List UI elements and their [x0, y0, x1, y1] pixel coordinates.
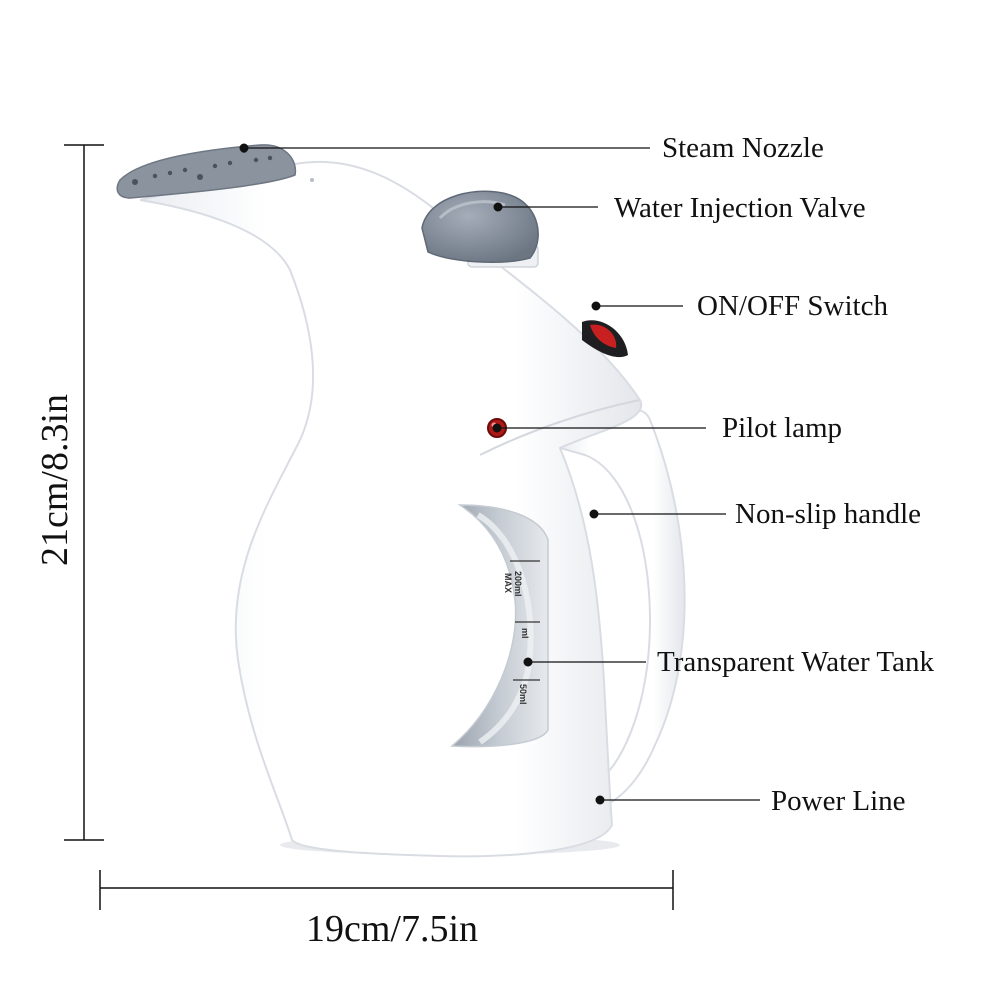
height-dimension: [64, 144, 104, 841]
body-shell: [139, 160, 643, 858]
nozzle-hole: [253, 157, 259, 163]
leader-on-off-switch: [591, 301, 683, 311]
label-water-injection-valve: Water Injection Valve: [614, 192, 866, 224]
width-dimension: [99, 870, 674, 910]
callout-dot: [589, 509, 599, 519]
leader-water-tank: [523, 657, 646, 667]
leader-steam-nozzle: [239, 143, 650, 153]
steam-nozzle-plate: [116, 144, 297, 199]
tank-mark-50ml: 50ml: [518, 684, 528, 705]
nozzle-hole: [167, 170, 173, 176]
shoulder-seam: [479, 399, 641, 456]
nozzle-vent: [310, 178, 314, 182]
label-on-off-switch: ON/OFF Switch: [697, 290, 888, 322]
width-dimension-label: 19cm/7.5in: [306, 908, 479, 950]
label-pilot-lamp: Pilot lamp: [722, 412, 843, 444]
nozzle-hole: [267, 155, 273, 161]
label-non-slip-handle: Non-slip handle: [735, 498, 922, 530]
steamer: 200ml MAX ml 50ml: [116, 144, 686, 858]
nozzle-hole: [132, 179, 138, 185]
tank-mark-mid: ml: [520, 628, 530, 639]
tank-mark-max: MAX: [503, 573, 513, 593]
callout-dot: [493, 202, 503, 212]
nozzle-hole: [152, 173, 158, 179]
leader-power-line: [595, 795, 760, 805]
power-switch: [582, 320, 628, 358]
nozzle-hole: [182, 167, 188, 173]
tank-mark-200ml: 200ml: [513, 571, 523, 597]
height-dimension-label: 21cm/8.3in: [34, 393, 76, 567]
nozzle-holes: [132, 147, 273, 185]
callout-dot: [239, 143, 249, 153]
switch-rocker: [590, 324, 617, 348]
callout-dot: [591, 301, 601, 311]
callout-dot: [523, 657, 533, 667]
leader-pilot-lamp: [492, 423, 706, 433]
nozzle-hole: [197, 174, 203, 180]
tank-scale: 200ml MAX ml 50ml: [503, 560, 540, 705]
nozzle-hole: [212, 163, 218, 169]
label-transparent-water-tank: Transparent Water Tank: [657, 646, 934, 678]
callout-dot: [595, 795, 605, 805]
leader-non-slip-handle: [589, 509, 726, 519]
callout-dot: [492, 423, 502, 433]
label-steam-nozzle: Steam Nozzle: [662, 132, 824, 164]
label-power-line: Power Line: [771, 785, 906, 817]
leader-water-valve: [493, 202, 598, 212]
handle: [557, 408, 686, 810]
leader-lines: [239, 143, 760, 805]
nozzle-hole: [227, 160, 233, 166]
tank-highlight: [476, 512, 534, 745]
water-valve: [421, 190, 539, 268]
